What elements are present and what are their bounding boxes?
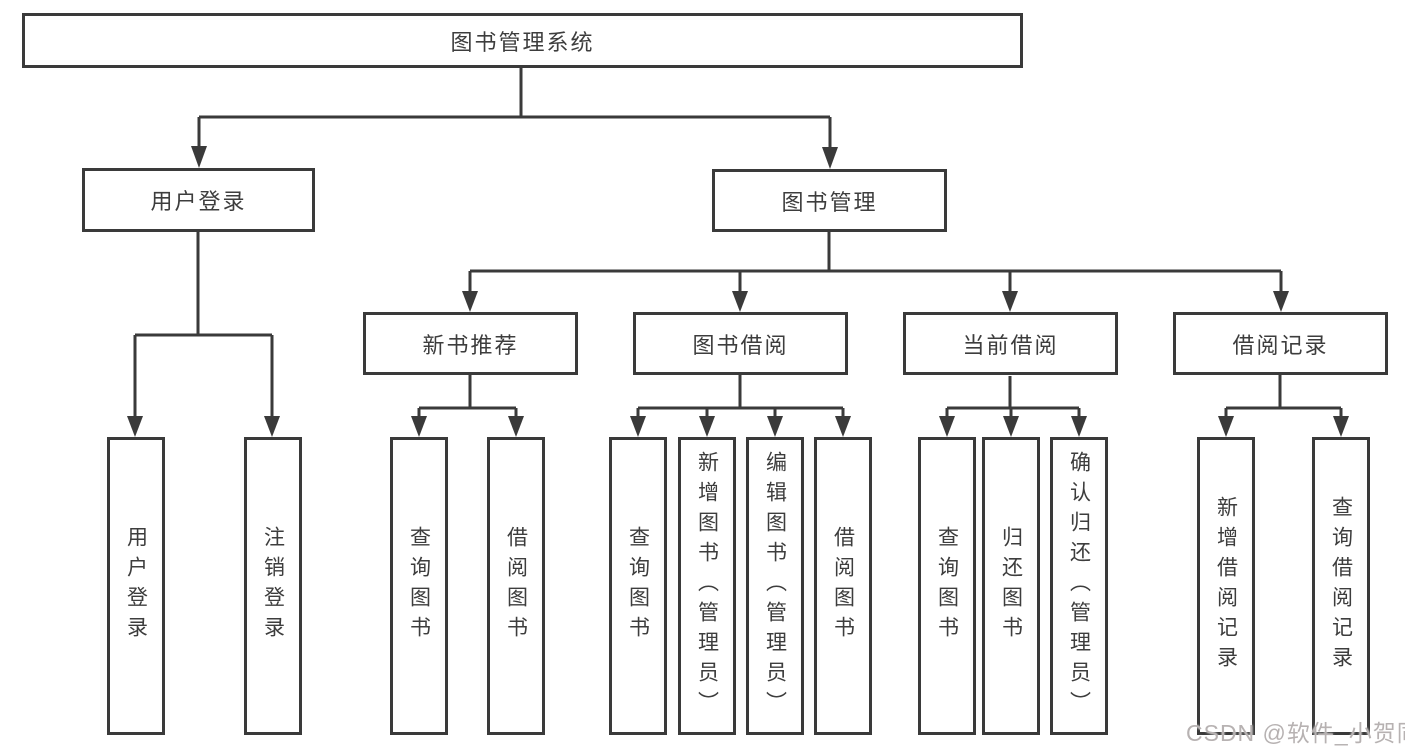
node-label: 当前借阅 [962,332,1059,358]
leaf-label: 注销登录 [261,526,285,646]
node-label: 用户登录 [150,189,247,214]
node-label: 新书推荐 [422,332,519,358]
leaf-label: 借阅图书 [831,526,855,646]
leaf-label: 新增图书（管理员） [695,451,719,721]
leaf-confirm-return-admin: 确认归还（管理员） [1050,437,1108,735]
leaf-label: 用户登录 [124,526,148,646]
node-library-system: 图书管理系统 [22,13,1023,68]
node-label: 图书管理 [781,189,878,215]
node-new-book-recommend: 新书推荐 [363,312,578,375]
leaf-label: 查询图书 [935,526,959,646]
leaf-label: 查询借阅记录 [1329,496,1353,676]
node-current-borrow: 当前借阅 [903,312,1118,375]
node-book-management: 图书管理 [712,169,947,232]
leaf-label: 编辑图书（管理员） [763,451,787,721]
node-label: 图书管理系统 [450,29,595,55]
leaf-label: 新增借阅记录 [1214,496,1238,676]
leaf-edit-book-admin: 编辑图书（管理员） [746,437,804,735]
leaf-return-book: 归还图书 [982,437,1040,735]
leaf-add-book-admin: 新增图书（管理员） [678,437,736,735]
leaf-label: 确认归还（管理员） [1067,451,1091,721]
leaf-logout: 注销登录 [244,437,302,735]
leaf-add-borrow-record: 新增借阅记录 [1197,437,1255,735]
csdn-watermark: CSDN @软件_小贺同学 [1186,720,1405,746]
leaf-label: 借阅图书 [504,526,528,646]
node-borrow-records: 借阅记录 [1173,312,1388,375]
leaf-label: 查询图书 [626,526,650,646]
node-user-login: 用户登录 [82,168,315,232]
leaf-label: 归还图书 [999,526,1023,646]
arrowheads [127,146,1349,437]
node-label: 图书借阅 [692,332,789,358]
leaf-current-query-book: 查询图书 [918,437,976,735]
leaf-user-login: 用户登录 [107,437,165,735]
leaf-query-borrow-record: 查询借阅记录 [1312,437,1370,735]
leaf-label: 查询图书 [407,526,431,646]
node-label: 借阅记录 [1232,332,1329,358]
leaf-borrow-query-book: 查询图书 [609,437,667,735]
leaf-recommend-borrow-book: 借阅图书 [487,437,545,735]
leaf-borrow-book: 借阅图书 [814,437,872,735]
leaf-recommend-query-book: 查询图书 [390,437,448,735]
node-book-borrow: 图书借阅 [633,312,848,375]
